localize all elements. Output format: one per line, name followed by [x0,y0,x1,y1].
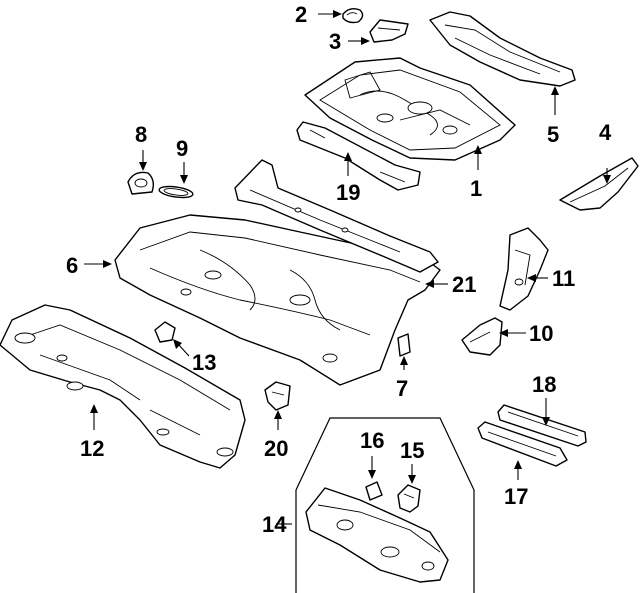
callout-15: 15 [400,438,424,463]
part-cross-member-19 [296,121,421,191]
leader-lines [84,10,611,525]
inset-box [295,417,475,593]
callout-19: 19 [336,180,360,205]
part-side-bracket-4 [559,157,639,211]
callout-20: 20 [264,436,288,461]
callout-16: 16 [360,428,384,453]
part-plate-16 [365,481,383,501]
part-rail-18 [497,404,587,447]
part-rail-17 [477,421,568,467]
callout-14: 14 [262,512,287,537]
callout-9: 9 [176,136,188,161]
part-front-floor-pan [0,304,246,469]
callout-12: 12 [80,436,104,461]
callout-1: 1 [470,176,482,201]
callout-17: 17 [504,484,528,509]
callout-13: 13 [192,350,216,375]
part-cross-member-14 [305,487,449,583]
callout-labels: 1 2 3 4 5 6 7 8 9 10 11 12 13 14 15 16 1… [66,2,612,537]
callout-4: 4 [599,120,612,145]
part-bracket-10 [461,317,503,356]
callout-18: 18 [532,372,556,397]
callout-2: 2 [295,2,307,27]
part-bracket-15 [397,484,421,513]
part-plug [342,7,364,24]
part-clip-7 [397,333,411,357]
callout-5: 5 [547,122,559,147]
callout-7: 7 [396,376,408,401]
callout-21: 21 [452,272,476,297]
part-pillar-11 [499,227,549,311]
part-main-floor-pan [114,214,441,386]
part-bracket-small [369,19,409,43]
part-bracket-20 [264,381,291,411]
callout-11: 11 [552,266,575,291]
callout-10: 10 [529,321,553,346]
part-oval-plug [158,185,194,199]
callout-8: 8 [135,122,147,147]
part-rear-floor-pan [304,57,516,161]
callout-6: 6 [66,253,78,278]
part-upper-cross-panel [234,159,439,273]
part-bracket-13 [154,321,176,343]
callout-3: 3 [329,29,341,54]
part-grommet [127,171,155,195]
part-rear-extension [429,11,576,87]
